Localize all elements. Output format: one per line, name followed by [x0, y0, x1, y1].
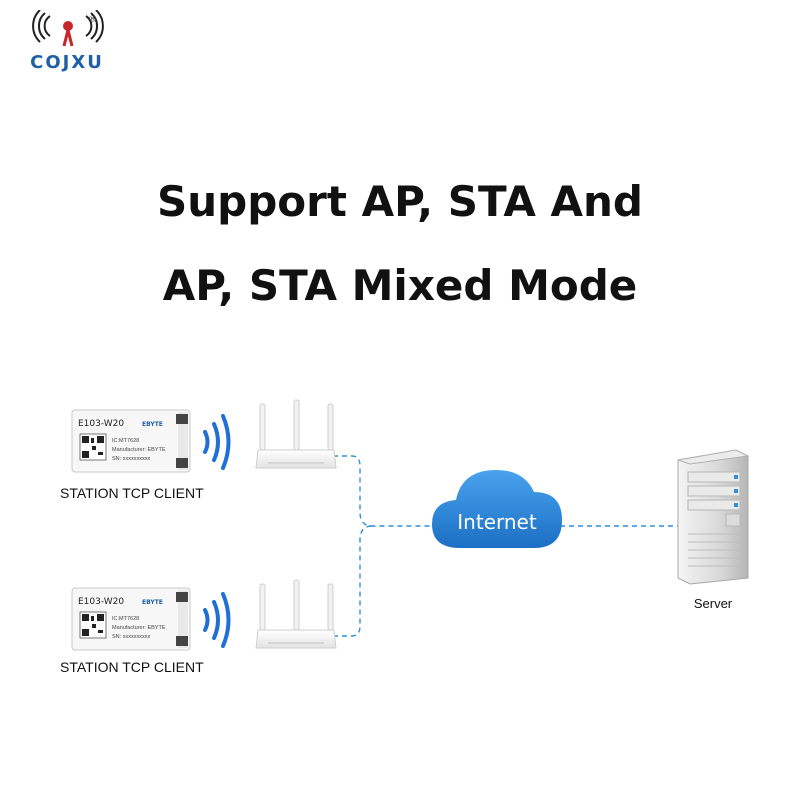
connection-lines: [333, 455, 680, 637]
module-2-sn: SN: xxxxxxxxxx: [112, 634, 150, 640]
module-2-logo: EBYTE: [142, 599, 163, 606]
headline-line-1: Support AP, STA And: [157, 177, 643, 226]
router-icon: [255, 399, 337, 469]
module-2-caption: STATION TCP CLIENT: [60, 659, 204, 675]
server-icon: [677, 449, 750, 585]
module-1-model: E103-W20: [78, 419, 124, 429]
headline: Support AP, STA And AP, STA Mixed Mode: [0, 160, 800, 328]
brand-logo: ®: [32, 10, 104, 47]
module-2-maker: Manufacturer: EBYTE: [112, 625, 166, 631]
wifi-module-2: E103-W20 EBYTE IC:MT7628 Manufacturer: E…: [71, 587, 191, 651]
headline-line-2: AP, STA Mixed Mode: [162, 261, 638, 310]
module-2-model: E103-W20: [78, 597, 124, 607]
cloud-label: Internet: [457, 510, 537, 534]
server-label: Server: [694, 596, 733, 611]
ufl-connector: [176, 592, 188, 602]
wifi-signal-icon: [203, 414, 231, 470]
ufl-connector: [176, 414, 188, 424]
module-1-ic: IC:MT7628: [112, 438, 139, 444]
link-router2-hub: [333, 525, 373, 637]
module-2-ic: IC:MT7628: [112, 616, 139, 622]
brand-name: COJXU: [30, 52, 104, 73]
cloud-icon: Internet: [432, 470, 562, 548]
registered-mark: ®: [88, 15, 97, 25]
antenna-icon: [32, 10, 104, 47]
wifi-signal-icon: [203, 592, 231, 648]
module-1-sn: SN: xxxxxxxxxx: [112, 456, 150, 462]
module-1-maker: Manufacturer: EBYTE: [112, 447, 166, 453]
module-1-logo: EBYTE: [142, 421, 163, 428]
qr-code-icon: [79, 611, 107, 639]
wifi-module-1: E103-W20 EBYTE IC:MT7628 Manufacturer: E…: [71, 409, 191, 473]
module-1-caption: STATION TCP CLIENT: [60, 485, 204, 501]
qr-code-icon: [79, 433, 107, 461]
link-router1-hub: [333, 455, 432, 527]
router-icon: [255, 579, 337, 649]
